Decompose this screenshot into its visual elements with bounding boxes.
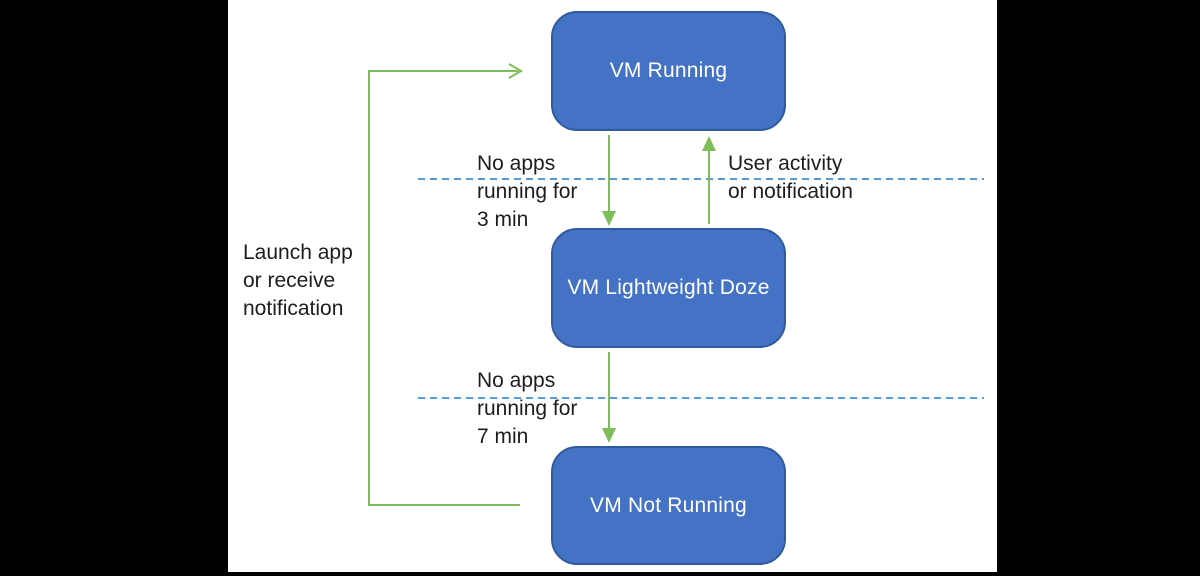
state-label-vm-running: VM Running <box>609 59 728 82</box>
state-box-vm-not-running: VM Not Running <box>551 446 786 565</box>
transition-label-launch-app: Launch app or receive notification <box>243 241 353 320</box>
state-label-vm-lightweight-doze: VM Lightweight Doze <box>567 276 770 299</box>
arrow-notrunning-to-running-loop <box>368 63 523 506</box>
diagram-canvas: VM Running VM Lightweight Doze VM Not Ru… <box>228 0 997 572</box>
transition-label-user-activity: User activity or notification <box>728 152 853 203</box>
arrow-running-to-doze <box>602 135 616 226</box>
transition-label-no-apps-3-min: No apps running for 3 min <box>477 152 578 231</box>
state-box-vm-running: VM Running <box>551 11 786 131</box>
transition-label-no-apps-7-min: No apps running for 7 min <box>477 369 578 448</box>
state-label-vm-not-running: VM Not Running <box>590 493 747 517</box>
state-box-vm-lightweight-doze: VM Lightweight Doze <box>551 228 786 348</box>
arrow-doze-to-notrunning <box>602 352 616 443</box>
arrow-doze-to-running <box>702 136 716 224</box>
connector-layer <box>368 63 984 506</box>
